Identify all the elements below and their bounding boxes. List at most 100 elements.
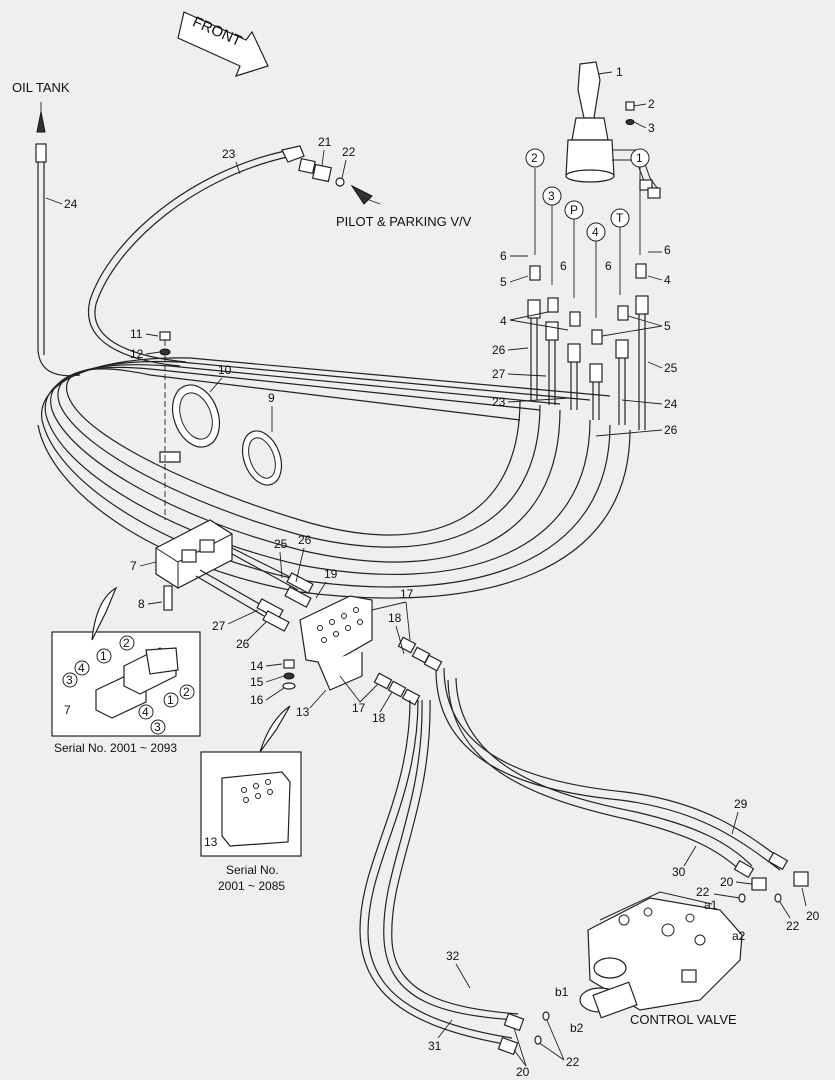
callout-4-right: 4: [664, 273, 671, 287]
callout-26-mid: 26: [298, 533, 312, 547]
callout-1: 1: [616, 65, 623, 79]
callout-15: 15: [250, 675, 264, 689]
clamp-block-7: [155, 519, 233, 589]
callout-2: 2: [648, 97, 655, 111]
port-markers: 2 3 P 4 T 1: [525, 148, 650, 242]
port-3-marker: 3: [548, 189, 555, 203]
port-2-marker: 2: [531, 151, 538, 165]
callout-25-mid: 25: [274, 537, 288, 551]
inset2-caption-line1: Serial No.: [226, 863, 279, 877]
callout-20-right: 20: [806, 909, 820, 923]
callout-23: 23: [492, 395, 506, 409]
pin-8: [163, 585, 173, 611]
callout-6-mid1: 6: [560, 259, 567, 273]
inset2-caption-line2: 2001 ~ 2085: [218, 879, 285, 893]
remote-control-valve: [565, 61, 661, 199]
callout-5-right: 5: [664, 319, 671, 333]
callout-32: 32: [446, 949, 460, 963]
callout-31: 31: [428, 1039, 442, 1053]
callout-26-top: 26: [492, 343, 506, 357]
callout-10: 10: [218, 363, 232, 377]
callout-25: 25: [664, 361, 678, 375]
front-arrow: FRONT: [177, 11, 269, 77]
control-valve-hoses: [359, 667, 809, 1056]
inset1-caption: Serial No. 2001 ~ 2093: [54, 741, 177, 755]
callout-5-left: 5: [500, 275, 507, 289]
fittings-17-18: [373, 636, 443, 706]
callout-27-mid: 27: [212, 619, 226, 633]
port-4-marker: 4: [592, 225, 599, 239]
bolt-11: [159, 331, 171, 520]
callout-6-right: 6: [664, 243, 671, 257]
callout-12: 12: [130, 347, 144, 361]
inset1-marker-3a: 3: [66, 673, 73, 687]
callout-17-top: 17: [400, 587, 414, 601]
inset-bracket-detail: 13: [200, 705, 302, 857]
o-rings: [534, 893, 782, 1045]
inset1-part-no: 7: [64, 703, 71, 717]
port-b2-label: b2: [570, 1021, 584, 1035]
port-hoses: [527, 166, 649, 430]
callout-3: 3: [648, 121, 655, 135]
callout-17-low: 17: [352, 701, 366, 715]
inset1-marker-2a: 2: [123, 636, 130, 650]
inset1-marker-3b: 3: [154, 720, 161, 734]
bolt-14: [282, 659, 296, 690]
callout-20-low: 20: [516, 1065, 530, 1079]
bracket-13: [299, 595, 373, 691]
callout-20-mid: 20: [720, 875, 734, 889]
port-p-marker: P: [570, 203, 578, 217]
callout-29: 29: [734, 797, 748, 811]
port-b1-label: b1: [555, 985, 569, 999]
oil-tank-label: OIL TANK: [12, 80, 70, 95]
callout-22-mid: 22: [696, 885, 710, 899]
port-1-marker: 1: [636, 151, 643, 165]
callout-14: 14: [250, 659, 264, 673]
callout-16: 16: [250, 693, 264, 707]
hose-bundle: [37, 149, 631, 599]
port-t-marker: T: [616, 211, 624, 225]
inset1-marker-1b: 1: [167, 693, 174, 707]
callout-18-top: 18: [388, 611, 402, 625]
oil-tank-callout: OIL TANK: [12, 80, 70, 133]
callout-8: 8: [138, 597, 145, 611]
inset1-marker-1a: 1: [100, 649, 107, 663]
mid-hoses: [195, 547, 314, 632]
inset-clamp-detail: 2 1 4 3 2 1 4 3 7: [51, 586, 201, 737]
callout-13: 13: [296, 705, 310, 719]
port-a2-label: a2: [732, 929, 746, 943]
callout-30: 30: [672, 865, 686, 879]
callout-9: 9: [268, 391, 275, 405]
port-a1-label: a1: [704, 898, 718, 912]
part-callouts: 1 2 3 6 5 6 6 6 4 4 5 26 27 25 23 24 26 …: [45, 65, 820, 1079]
seal-9: [241, 430, 283, 486]
callout-6-mid2: 6: [605, 259, 612, 273]
clamp-10: [159, 384, 220, 463]
callout-7: 7: [130, 559, 137, 573]
callout-22-top: 22: [342, 145, 356, 159]
callout-24-left: 24: [64, 197, 78, 211]
inset2-part-no: 13: [204, 835, 218, 849]
hose-23-end-fitting: [281, 145, 381, 205]
inset1-marker-4a: 4: [78, 661, 85, 675]
callout-4-left: 4: [500, 314, 507, 328]
callout-6-left: 6: [500, 249, 507, 263]
callout-26-right: 26: [664, 423, 678, 437]
inset1-marker-2b: 2: [183, 685, 190, 699]
control-valve-label: CONTROL VALVE: [630, 1012, 737, 1027]
callout-24-right: 24: [664, 397, 678, 411]
hose-24-left: [35, 143, 81, 377]
inset1-marker-4b: 4: [142, 705, 149, 719]
callout-22-low: 22: [566, 1055, 580, 1069]
callout-26-low: 26: [236, 637, 250, 651]
pilot-parking-label: PILOT & PARKING V/V: [336, 214, 472, 229]
callout-19: 19: [324, 567, 338, 581]
callout-21: 21: [318, 135, 332, 149]
callout-22-right: 22: [786, 919, 800, 933]
callout-23-top: 23: [222, 147, 236, 161]
callout-27: 27: [492, 367, 506, 381]
control-valve: [579, 891, 743, 1019]
callout-11: 11: [130, 327, 143, 341]
callout-18-low: 18: [372, 711, 386, 725]
